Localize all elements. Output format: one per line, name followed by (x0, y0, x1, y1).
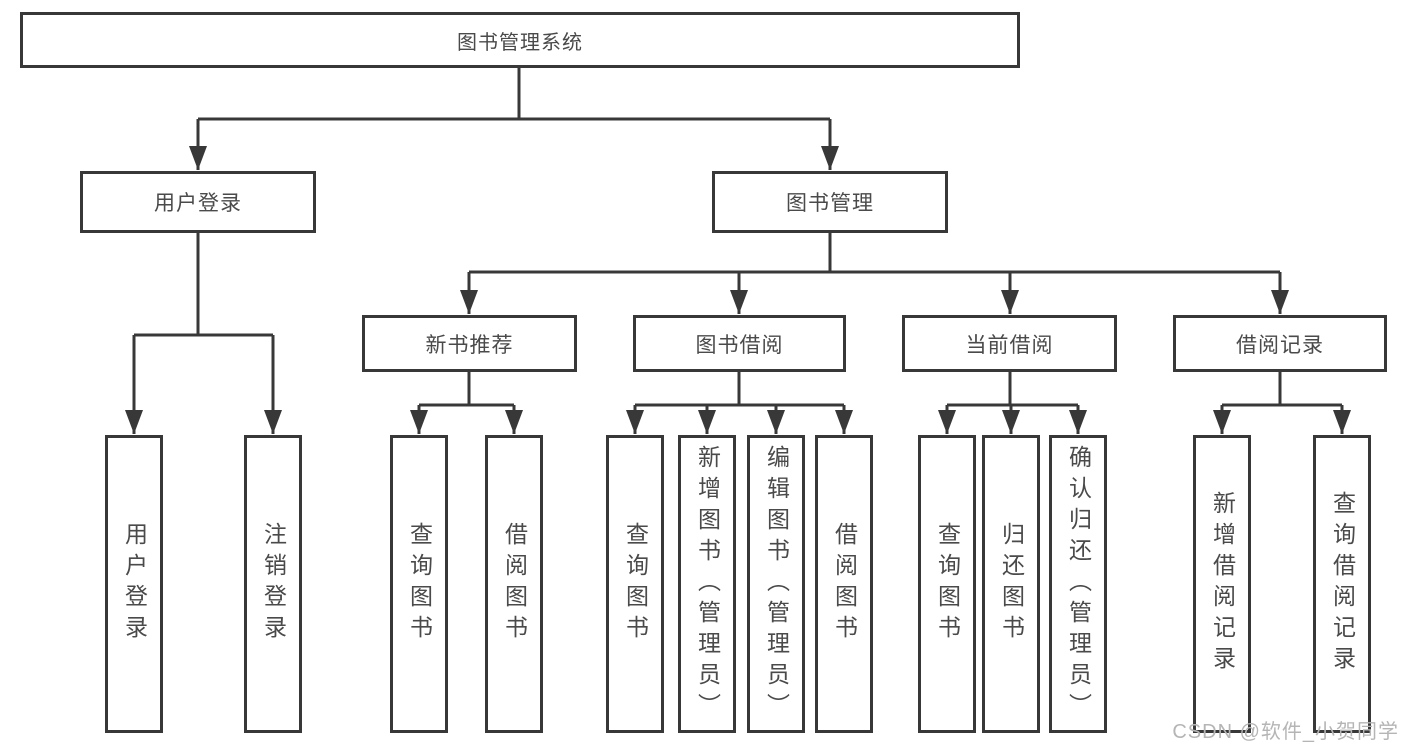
node-current-borrowing: 当前借阅 (902, 315, 1117, 372)
watermark-text: CSDN @软件_小贺同学 (1172, 721, 1399, 743)
leaf-label: 查询借阅记录 (1329, 491, 1356, 677)
node-library-system: 图书管理系统 (20, 12, 1020, 68)
node-borrowing-records: 借阅记录 (1173, 315, 1387, 372)
leaf-label: 借阅图书 (501, 522, 528, 646)
node-leaf-edit-book-admin: 编辑图书（管理员） (747, 435, 805, 733)
leaf-label: 新增图书（管理员） (694, 444, 721, 724)
node-leaf-borrow-books-2: 借阅图书 (815, 435, 873, 733)
leaf-label: 归还图书 (998, 522, 1025, 646)
node-new-book-recommend: 新书推荐 (362, 315, 577, 372)
node-leaf-user-login: 用户登录 (105, 435, 163, 733)
leaf-label: 新增借阅记录 (1209, 491, 1236, 677)
node-leaf-logout: 注销登录 (244, 435, 302, 733)
leaf-label: 借阅图书 (831, 522, 858, 646)
node-leaf-confirm-return-admin: 确认归还（管理员） (1049, 435, 1107, 733)
node-leaf-query-books-1: 查询图书 (390, 435, 448, 733)
leaf-label: 编辑图书（管理员） (763, 444, 790, 724)
leaf-label: 注销登录 (260, 522, 287, 646)
leaf-label: 查询图书 (934, 522, 961, 646)
leaf-label: 确认归还（管理员） (1065, 444, 1092, 724)
leaf-label: 查询图书 (406, 522, 433, 646)
node-leaf-query-books-3: 查询图书 (918, 435, 976, 733)
node-book-borrowing: 图书借阅 (633, 315, 846, 372)
leaf-label: 查询图书 (622, 522, 649, 646)
node-leaf-query-books-2: 查询图书 (606, 435, 664, 733)
node-leaf-return-book: 归还图书 (982, 435, 1040, 733)
node-leaf-query-borrow-record: 查询借阅记录 (1313, 435, 1371, 733)
node-book-management: 图书管理 (712, 171, 948, 233)
node-user-login: 用户登录 (80, 171, 316, 233)
leaf-label: 用户登录 (121, 522, 148, 646)
node-leaf-add-book-admin: 新增图书（管理员） (678, 435, 736, 733)
node-leaf-add-borrow-record: 新增借阅记录 (1193, 435, 1251, 733)
node-leaf-borrow-books-1: 借阅图书 (485, 435, 543, 733)
